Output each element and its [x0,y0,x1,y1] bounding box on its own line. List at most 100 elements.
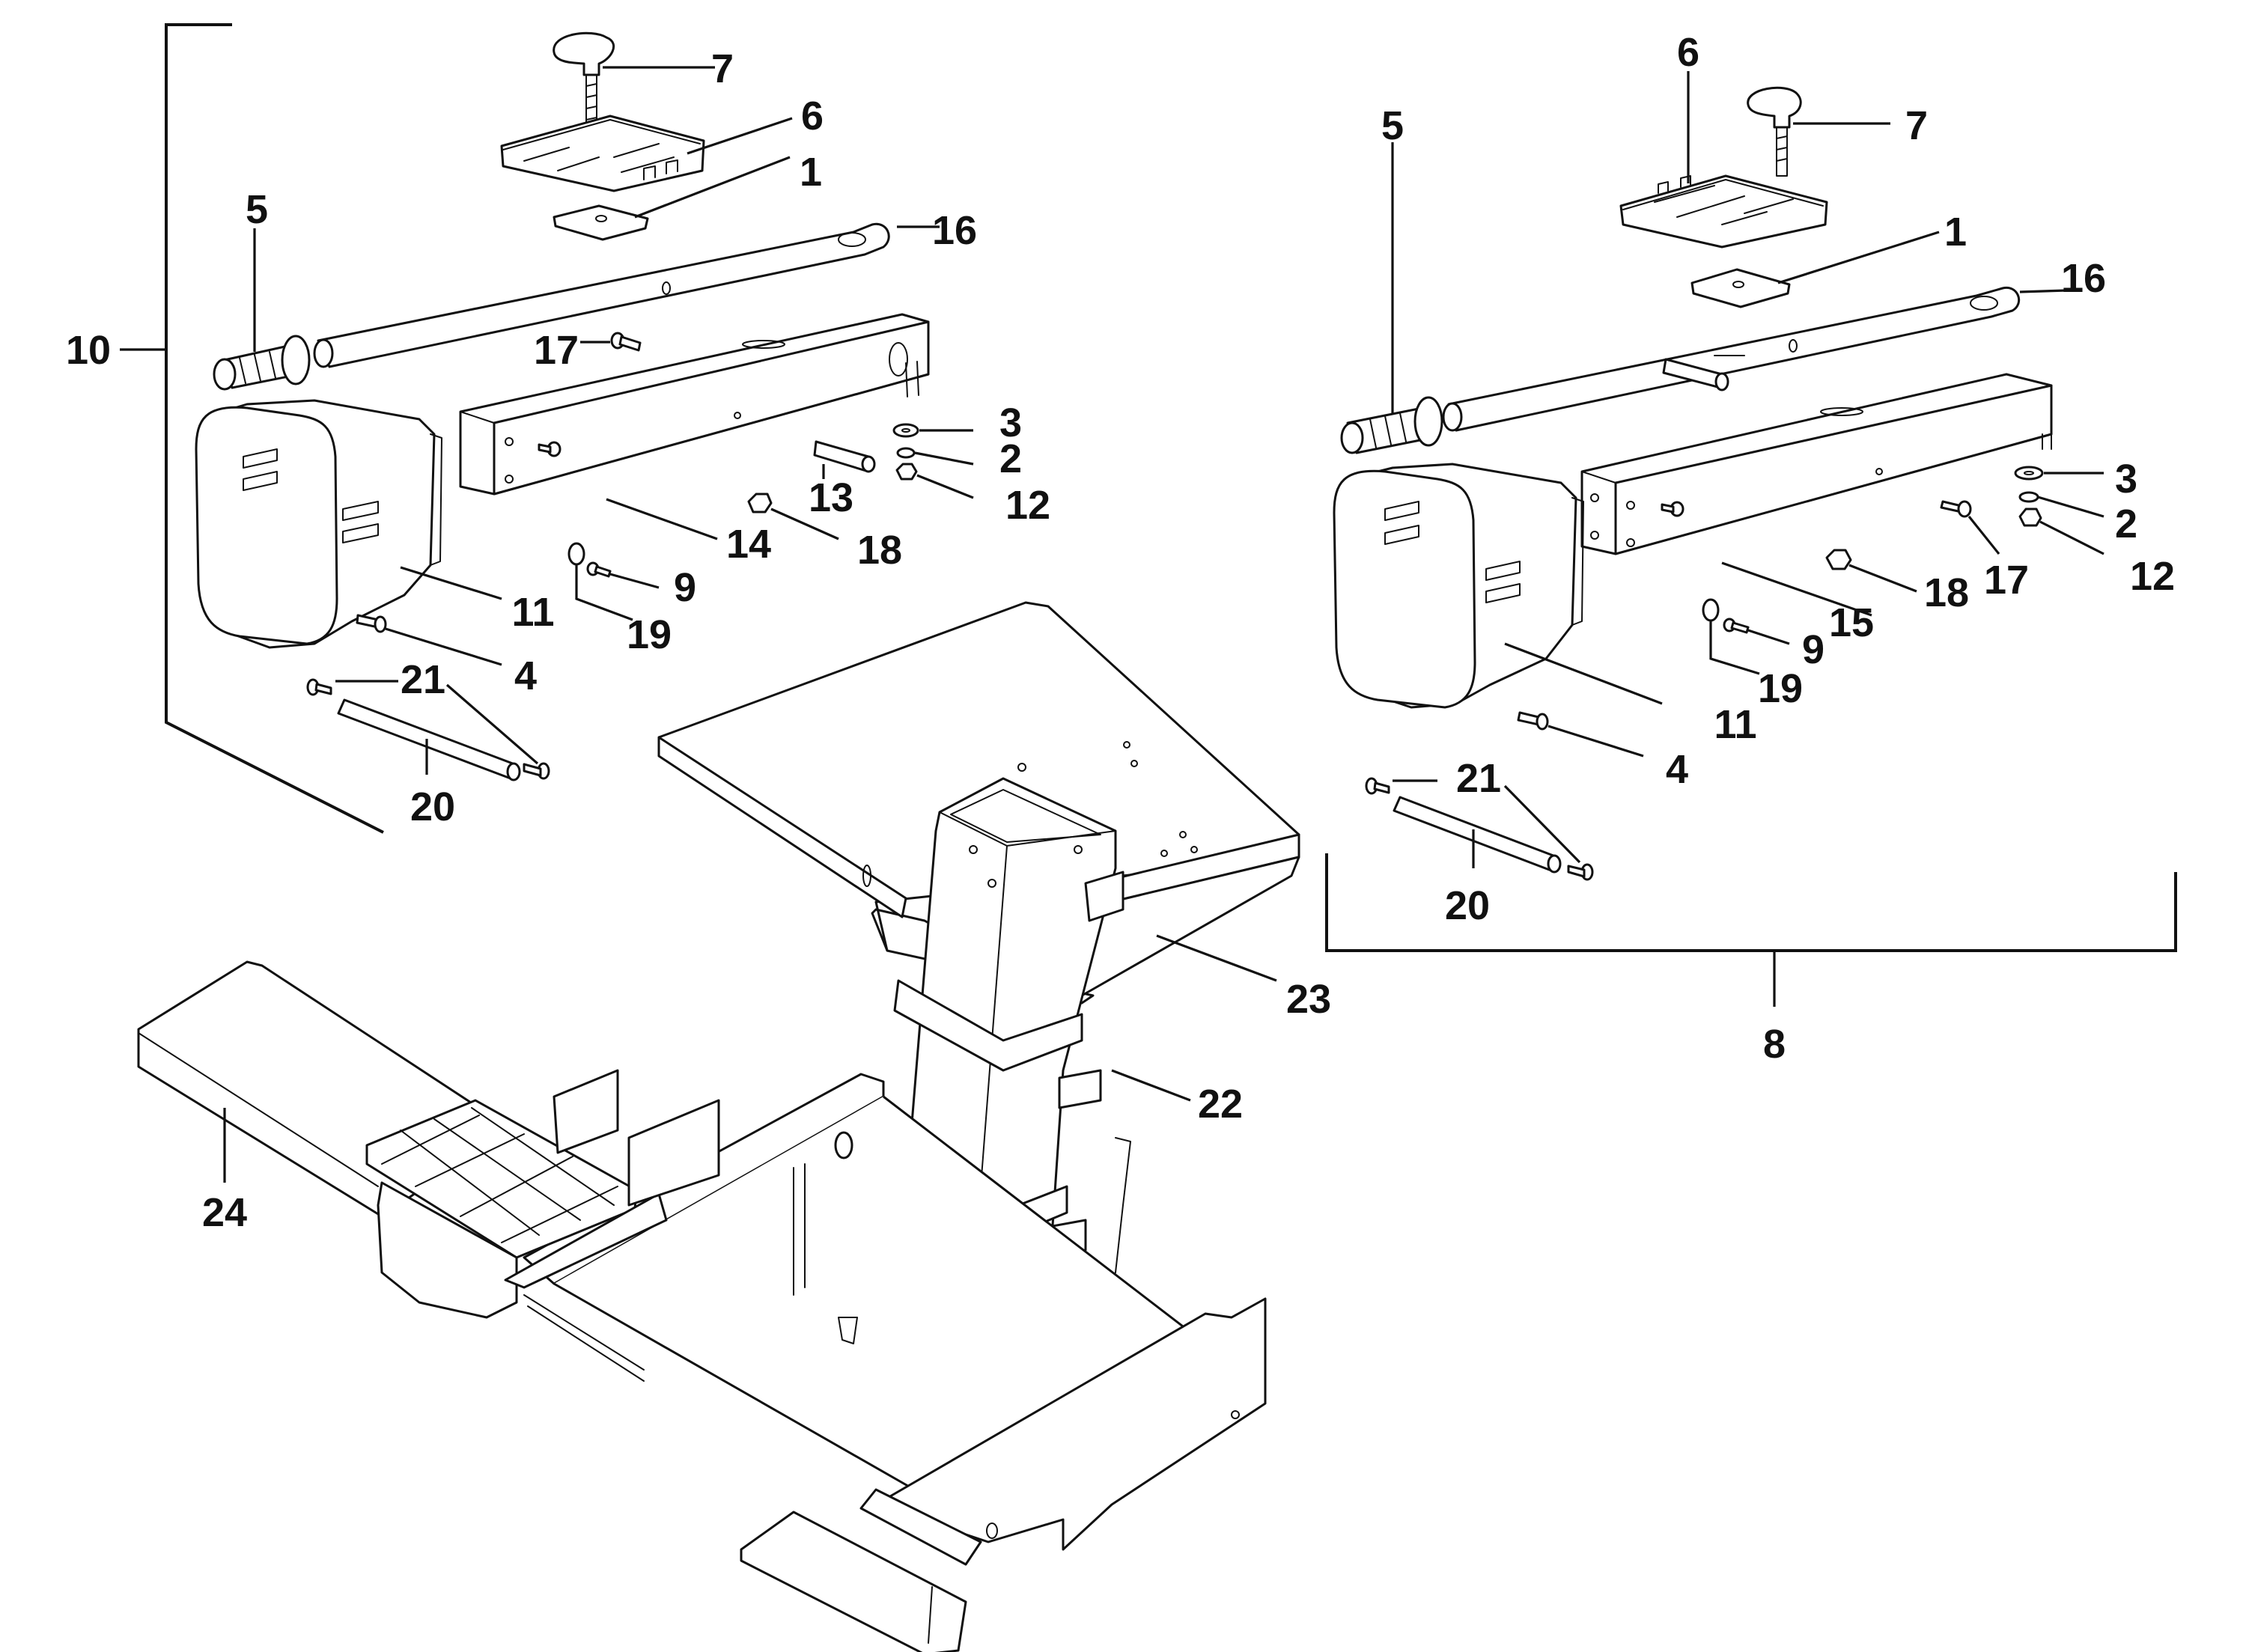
slide-plate-part-6 [1619,174,1828,249]
leader-19r [1709,621,1760,675]
leader-2r [2037,496,2105,518]
nut-part-18 [1825,549,1852,570]
leader-19 [575,565,633,621]
bracket-8 [1325,853,2177,952]
pin-part-13 [813,440,876,473]
knob-part-7 [1747,86,1802,177]
callout-21-right: 21 [1455,756,1502,801]
callout-9-right: 9 [1801,627,1825,672]
leader-2 [914,451,974,466]
leader-11 [400,566,502,600]
callout-11-right: 11 [1714,702,1757,747]
bolt-part-17 [610,332,642,352]
leader-18r [1848,564,1917,593]
washer-part-19 [1702,598,1720,622]
retaining-pin-part-21a [1365,777,1390,795]
washer-part-3 [2014,466,2044,481]
callout-4-right: 4 [1665,747,1689,792]
grip-knob-part-5 [213,335,311,391]
callout-14: 14 [725,522,772,567]
retaining-pin-part-21b [523,762,550,780]
bolt-part-17 [1940,500,1972,518]
callout-5-left: 5 [245,187,269,232]
callout-7-right: 7 [1905,103,1929,148]
leader-15 [1721,561,1872,617]
callout-11-left: 11 [511,590,555,635]
leader-16r [2019,289,2067,293]
lockwasher-part-2 [896,447,916,459]
callout-12-left: 12 [1005,483,1051,528]
pin-part [1662,358,1729,391]
leader-6 [687,117,793,155]
clevis-pin-part-4 [1517,711,1549,731]
callout-5-right: 5 [1381,103,1404,148]
leader-14 [606,498,718,540]
leader-23 [1156,934,1277,982]
callout-7-left: 7 [710,46,734,91]
bracket-10 [165,23,384,834]
bin-part-11 [1333,463,1584,709]
leader-11r [1504,642,1663,705]
callout-6-right: 6 [1676,30,1700,75]
bolt-part-9 [586,561,612,578]
leader-21r [1393,779,1581,864]
callout-17-right: 17 [1983,558,2030,603]
callout-13-left: 13 [808,475,854,520]
nut-part-12 [895,463,918,481]
leader-1r [1777,231,1940,284]
leader-17r [1967,516,2000,555]
arm-part-15 [1580,373,2053,555]
callout-18-right: 18 [1923,570,1970,615]
leader-4r [1547,725,1644,758]
callout-21-left: 21 [400,657,446,702]
handle-rod-part-16 [1442,286,2021,432]
lockwasher-part-2 [2018,491,2039,503]
shim-part-1 [1690,268,1791,308]
leader-22 [1111,1069,1191,1102]
bin-part-11 [195,399,442,649]
nut-part-18 [747,493,773,513]
rod-part-20 [337,698,521,781]
callout-12-right: 12 [2129,554,2176,599]
leader-12r [2039,520,2105,555]
leader-12 [916,474,974,499]
grip-knob-part-5 [1340,396,1443,454]
leader-9 [609,573,660,589]
callout-20-right: 20 [1444,883,1491,928]
base-assembly [137,601,1300,1652]
washer-part-3 [892,423,919,438]
assembly-10 [120,23,974,834]
callout-3-left: 3 [999,400,1023,445]
callout-1-left: 1 [799,150,823,195]
shim-part-1 [553,204,649,241]
rod-part-20 [1393,796,1562,874]
clevis-pin-part-4 [356,614,387,633]
callout-8: 8 [1762,1022,1786,1067]
callout-6-left: 6 [800,94,824,138]
callout-2-left: 2 [999,436,1023,481]
arm-bolt [538,441,562,457]
arm-bolt [1661,501,1684,517]
assembly-8 [1325,71,2177,1007]
callout-19-right: 19 [1757,666,1804,711]
callout-10: 10 [65,328,112,373]
callout-17-left: 17 [533,328,579,373]
nut-part-12 [2018,508,2042,527]
foot-pedal-part-24 [137,960,720,1382]
callout-3-right: 3 [2114,457,2138,502]
callout-16-left: 16 [931,208,978,253]
callout-22: 22 [1197,1082,1244,1127]
retaining-pin-part-21b [1567,863,1594,881]
washer-part-19 [567,542,585,566]
callout-18-left: 18 [856,528,903,573]
callout-15: 15 [1828,600,1875,645]
leader-9r [1747,629,1790,645]
callout-16-right: 16 [2060,256,2107,301]
handle-rod-part-16 [313,222,890,368]
callout-24: 24 [201,1190,248,1235]
callout-19-left: 19 [626,612,672,657]
leader-18 [770,508,839,540]
callout-4-left: 4 [514,653,538,698]
